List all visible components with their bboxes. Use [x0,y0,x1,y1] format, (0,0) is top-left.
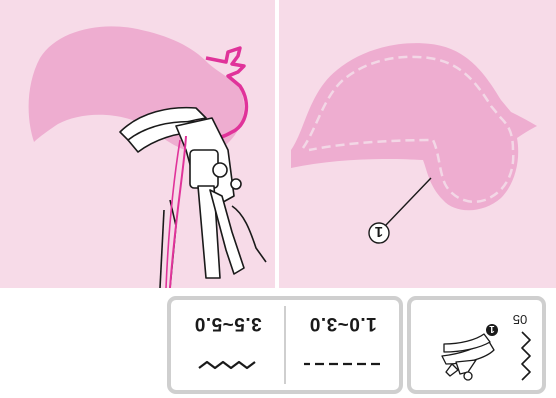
zigzag-width-value: 3.5~5.0 [171,312,285,334]
applique-shape [291,43,537,210]
presser-foot-drawing [120,108,266,288]
applique-sewing-illustration [0,0,275,288]
stitch-length-value: 1.0~3.0 [286,312,400,334]
foot-code: 05 [506,312,534,327]
straight-setting-cell: 1.0~3.0 [286,300,400,390]
presser-foot-box: 1 05 [407,296,546,394]
stitch-settings-box: 3.5~5.0 1.0~3.0 [167,296,403,394]
zigzag-stitch-icon [199,362,255,368]
applique-outline-illustration: 1 [279,0,556,288]
foot-marker-number: 1 [489,323,495,334]
presser-foot-icon [442,334,494,380]
callout-number: 1 [375,223,383,240]
zigzag-setting-cell: 3.5~5.0 [171,300,285,390]
zigzag-icon [522,332,530,380]
callout-leader [385,178,431,226]
